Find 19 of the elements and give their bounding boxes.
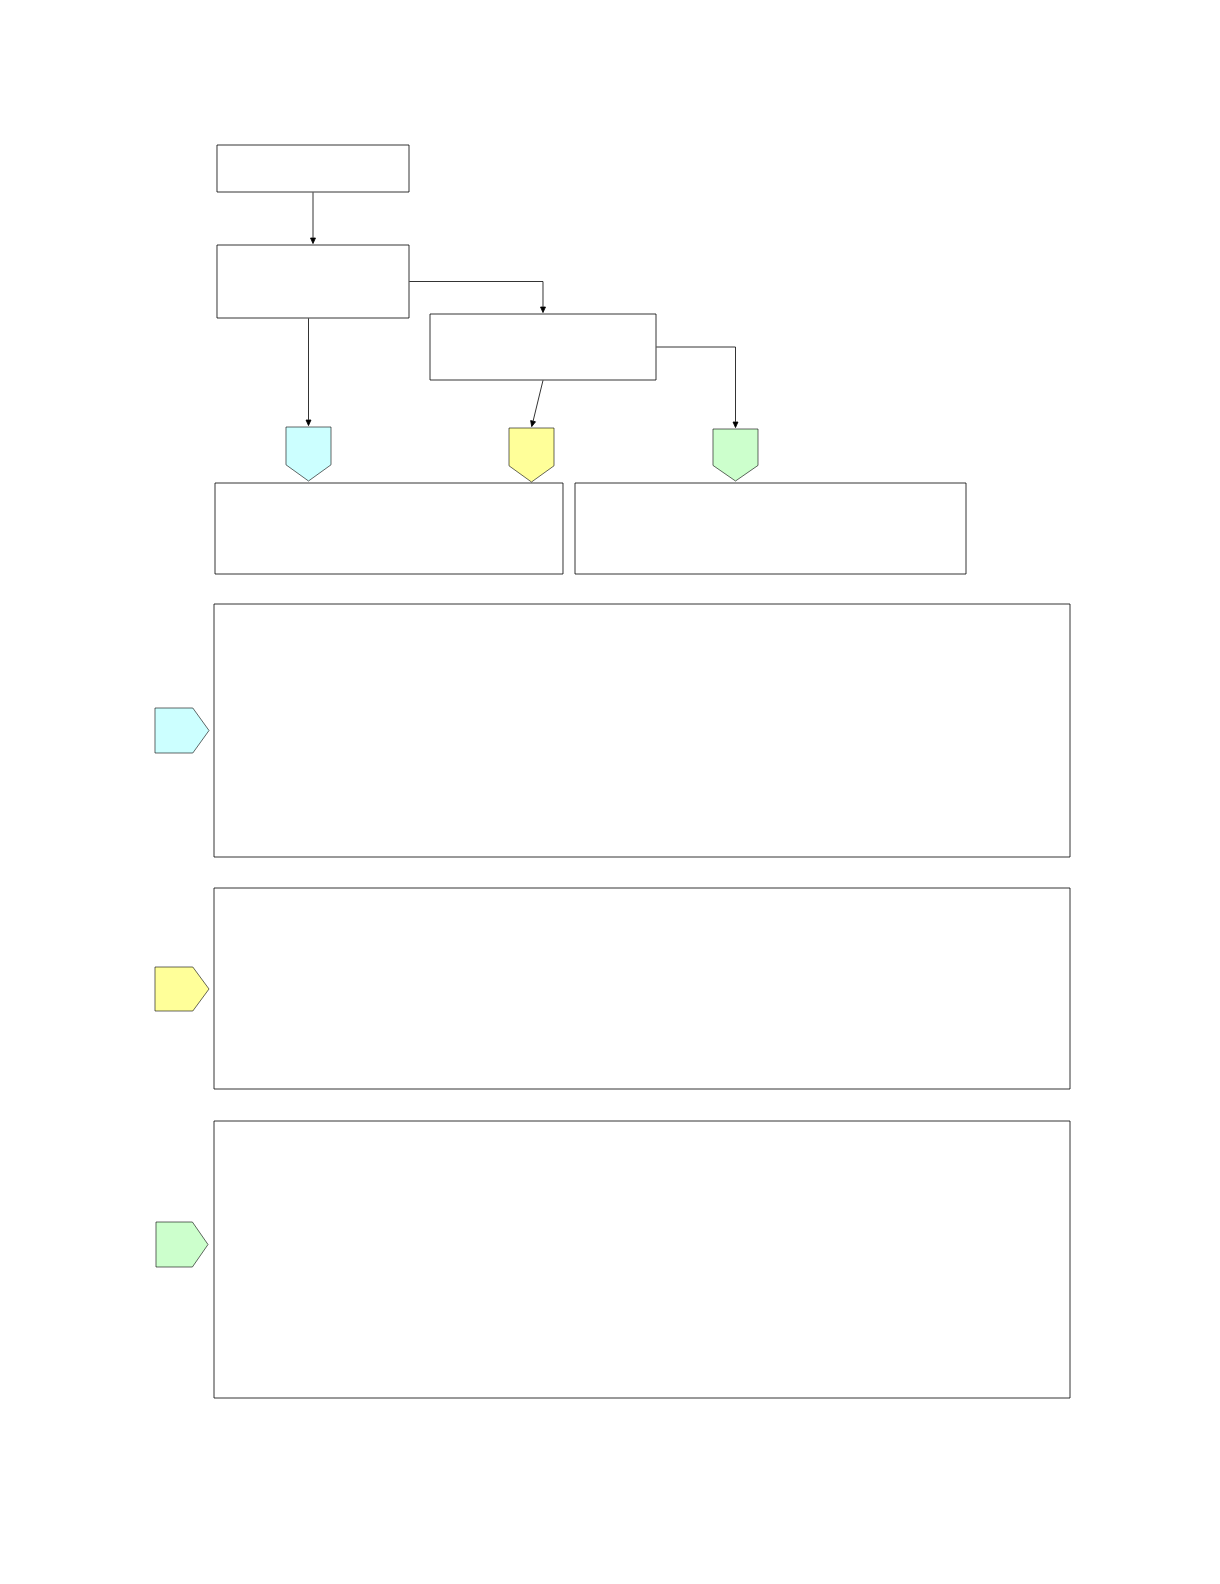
pentagon-marker — [155, 1221, 209, 1268]
pentagon-marker — [508, 427, 555, 483]
process-box — [429, 313, 657, 381]
pentagon-marker — [285, 426, 332, 482]
content-box — [213, 887, 1071, 1090]
arrow — [656, 346, 739, 428]
process-box — [574, 482, 967, 575]
pentagon-marker — [154, 966, 210, 1012]
content-box — [213, 1120, 1071, 1399]
content-box — [213, 603, 1071, 858]
arrow — [409, 281, 546, 313]
process-box — [216, 144, 410, 193]
arrow — [310, 192, 316, 244]
arrow — [305, 318, 312, 426]
pentagon-marker — [712, 428, 759, 482]
pentagon-marker — [154, 707, 210, 754]
arrow — [530, 380, 544, 427]
process-box — [216, 244, 410, 319]
process-box — [214, 482, 564, 575]
